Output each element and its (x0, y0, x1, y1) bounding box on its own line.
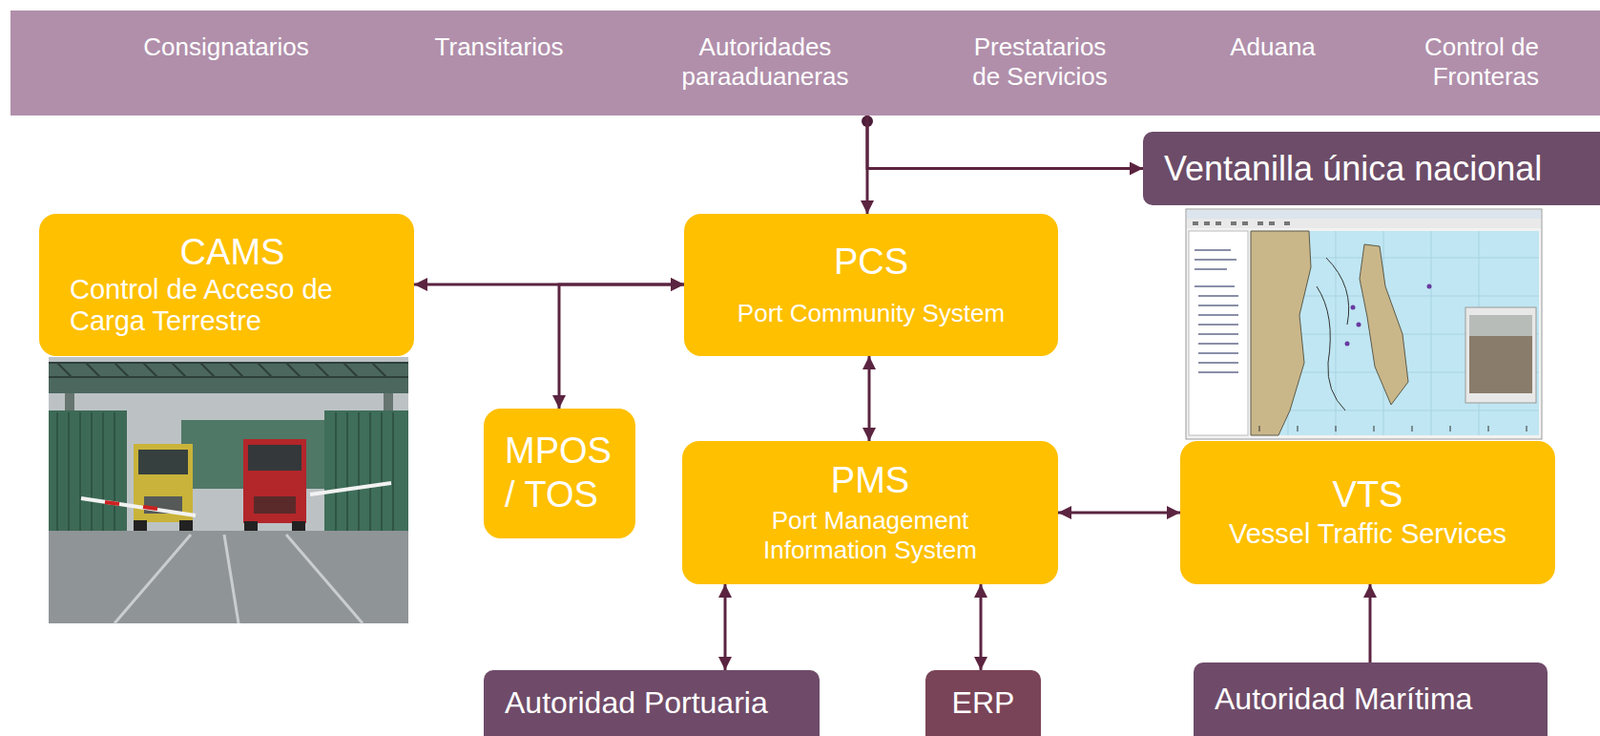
single-window-box: Ventanilla única nacional (1142, 131, 1600, 206)
stakeholder-band: Consignatarios Transitarios Autoridades pa… (10, 10, 1600, 116)
node-title: ERP (952, 685, 1016, 721)
stakeholder-name: Prestatarios de Servicios (963, 32, 1117, 92)
node-title: MPOS / TOS (504, 429, 612, 517)
node-text: Port Community System (737, 298, 1005, 329)
node-title: CAMS (180, 231, 286, 274)
system-box: CAMSControl de Acceso de Carga Terrestre (39, 213, 415, 356)
node-text: Vessel Traffic Services (1228, 517, 1507, 551)
node-title: PMS (831, 459, 910, 502)
connector (867, 115, 1143, 169)
node-title: PCS (833, 241, 909, 284)
stakeholder-name: Autoridades paraaduaneras (669, 32, 861, 92)
system-box: PCS Port Community System (684, 213, 1059, 356)
node-title: Autoridad Marítima (1214, 681, 1473, 717)
node-title: VTS (1332, 474, 1404, 517)
node-title: Ventanilla única nacional (1163, 148, 1542, 188)
actor-box: Autoridad Portuaria (483, 669, 820, 736)
vts-screenshot (1185, 208, 1542, 439)
system-box: MPOS / TOS (483, 408, 636, 539)
connector (559, 284, 685, 409)
connector (1058, 511, 1181, 515)
system-box: VTSVessel Traffic Services (1180, 440, 1556, 584)
connector (868, 355, 872, 441)
actor-box: Autoridad Marítima (1193, 662, 1548, 736)
connector (724, 583, 728, 670)
node-title: Autoridad Portuaria (504, 685, 769, 721)
actor-box: ERP (925, 669, 1041, 736)
gate-photo (48, 356, 409, 624)
connector (1369, 583, 1372, 663)
stakeholder-name: Control de Fronteras (1395, 32, 1539, 92)
node-text: Control de Acceso de Carga Terrestre (69, 273, 395, 338)
stakeholder-name: Consignatarios (111, 32, 341, 63)
stakeholder-name: Aduana (1201, 32, 1345, 63)
system-box: PMSPort Management Information System (682, 440, 1059, 584)
connector (979, 583, 983, 670)
node-text: Port Management Information System (736, 505, 1004, 565)
stakeholder-name: Transitarios (403, 32, 595, 63)
